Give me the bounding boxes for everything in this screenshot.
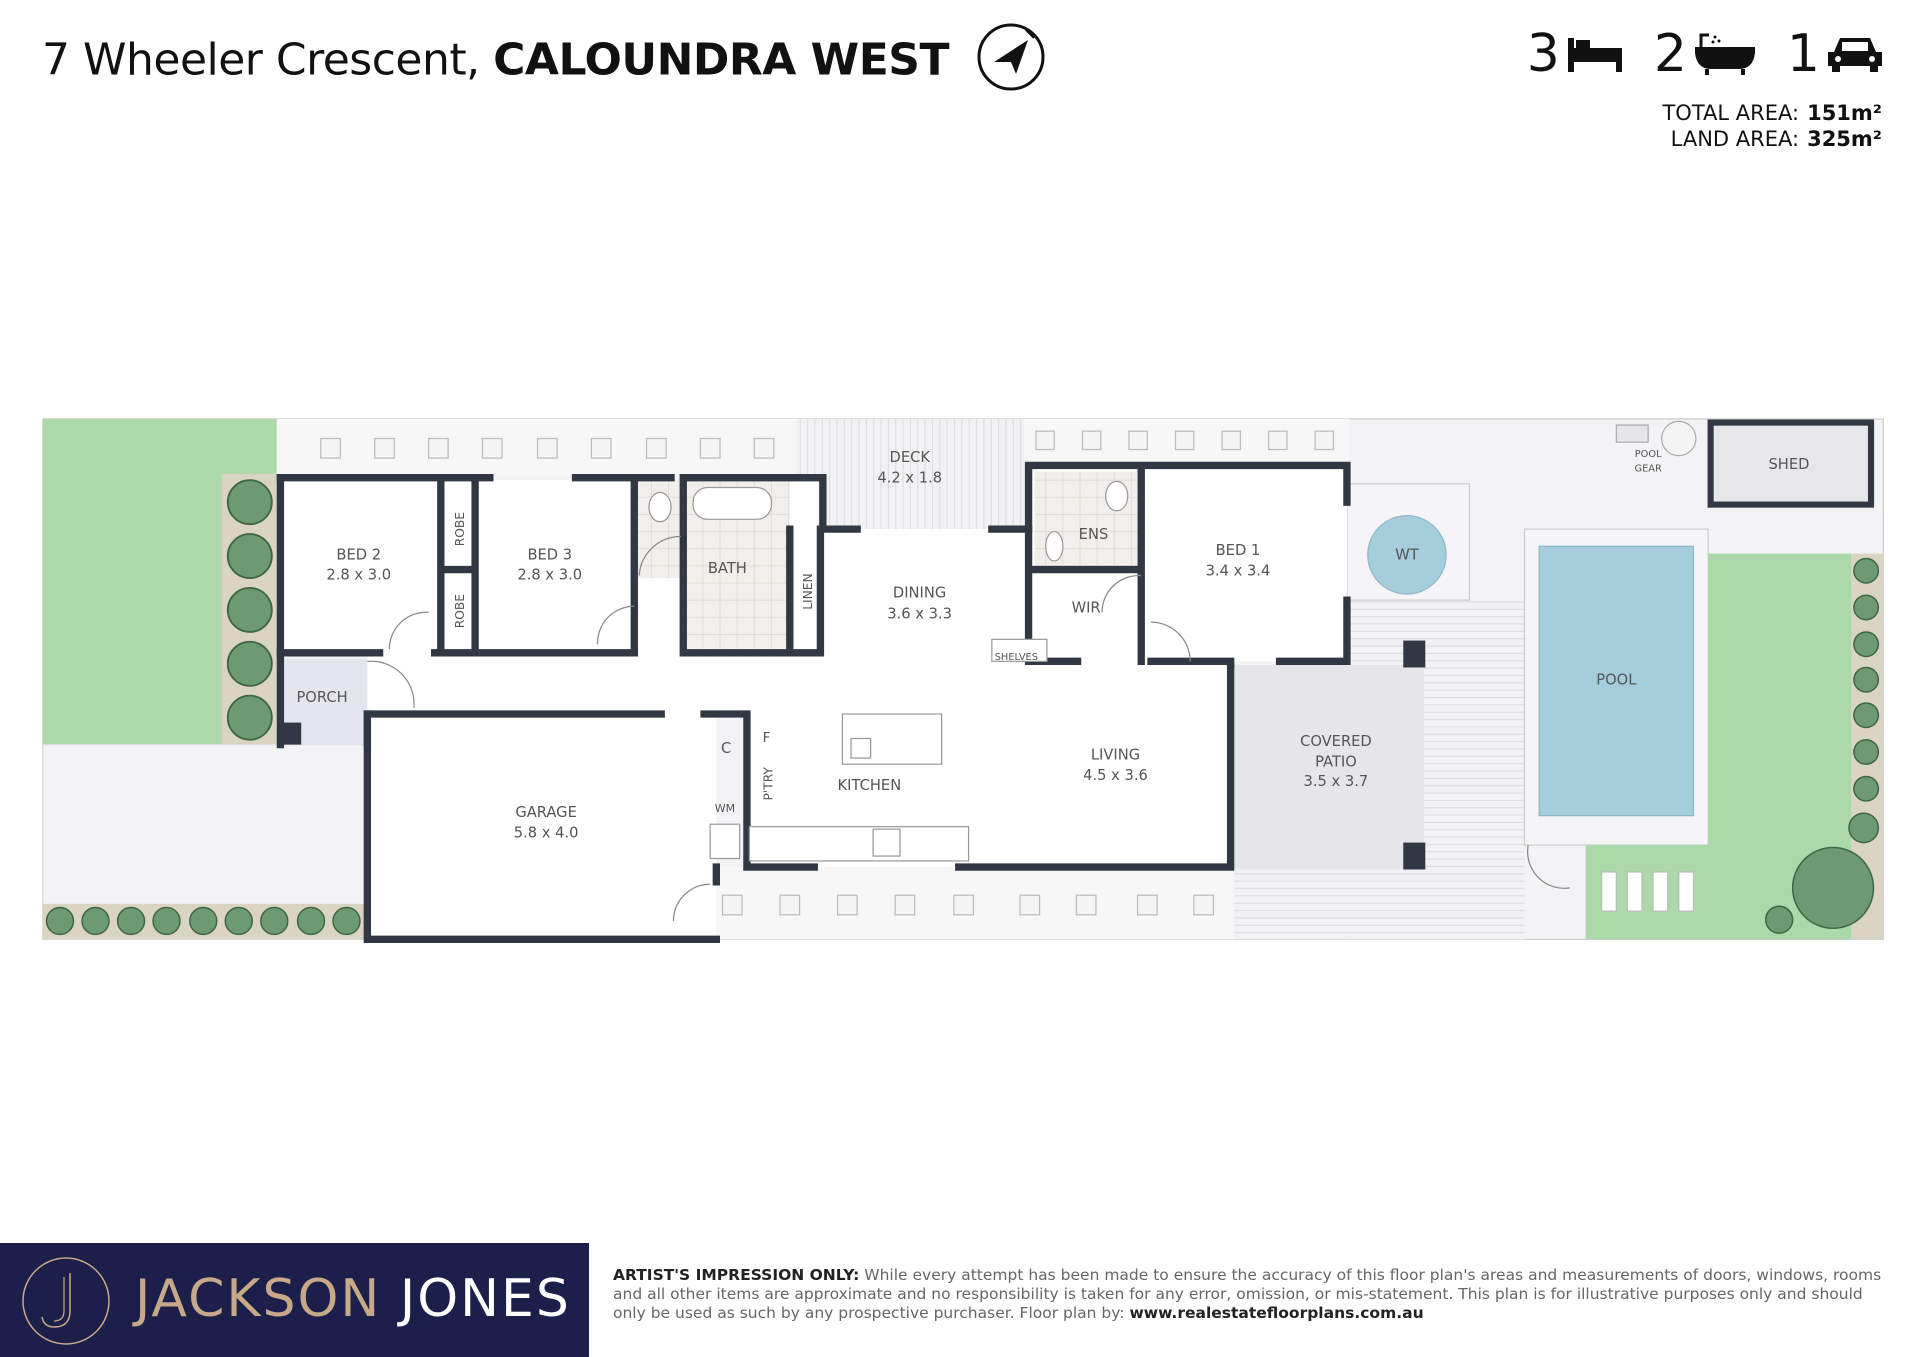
room-label-dining: DINING: [893, 585, 946, 602]
label-shed: SHED: [1768, 456, 1809, 473]
website-link[interactable]: www.realestatefloorplans.com.au: [1129, 1304, 1424, 1322]
room-label-robe: ROBE: [453, 512, 467, 546]
room-label-robe: ROBE: [453, 594, 467, 628]
room-label-bed3: BED 3: [527, 547, 572, 564]
water-tank: [1367, 515, 1447, 595]
total-area-label: TOTAL AREA:: [1662, 101, 1800, 125]
suburb: CALOUNDRA WEST: [493, 34, 949, 86]
room-label-bed2: BED 2: [336, 547, 381, 564]
pool-filter: [1661, 420, 1697, 457]
deck-area: [795, 418, 1024, 530]
bathtub-icon: [1694, 33, 1755, 75]
rear-decking-2: [1234, 867, 1525, 940]
porch-post: [279, 722, 302, 745]
fixtures: [648, 480, 1129, 862]
room-label-porch: PORCH: [296, 689, 347, 706]
bathroom-count: 2: [1654, 24, 1757, 84]
bedroom-count: 3: [1527, 24, 1624, 84]
shrubs-bottom: [45, 906, 361, 936]
rear-lawn: [1585, 553, 1852, 940]
door-swings: [367, 535, 1570, 921]
label-pool-gear: POOL: [1635, 449, 1662, 460]
patio-post: [1403, 842, 1426, 870]
disclaimer: ARTIST'S IMPRESSION ONLY: While every at…: [613, 1266, 1888, 1323]
car-count-value: 1: [1786, 24, 1820, 84]
room-label-patio-2: PATIO: [1315, 754, 1357, 771]
car-space-count: 1: [1787, 24, 1884, 84]
total-area-value: 151m²: [1807, 101, 1882, 125]
room-label-shelves: SHELVES: [995, 652, 1038, 663]
shrubs-left: [226, 479, 273, 741]
street-address: 7 Wheeler Crescent,: [42, 34, 480, 86]
room-label-bath: BATH: [708, 560, 747, 577]
room-dims-bed2: 2.8 x 3.0: [326, 566, 391, 583]
room-label-kitchen: KITCHEN: [838, 777, 902, 794]
house-floor: [367, 652, 1231, 715]
property-stats: 3 2 1: [1509, 24, 1884, 84]
room-label-deck: DECK: [890, 449, 931, 466]
room-dims-bed3: 2.8 x 3.0: [517, 566, 582, 583]
label-pool-gear-2: GEAR: [1635, 464, 1662, 475]
room-label-ens: ENS: [1079, 526, 1109, 543]
land-area-value: 325m²: [1807, 127, 1882, 151]
room-dims-deck: 4.2 x 1.8: [877, 470, 942, 487]
room-label-wm: WM: [715, 802, 735, 815]
land-area-label: LAND AREA:: [1670, 127, 1800, 151]
brand-first: JACKSON: [135, 1269, 382, 1329]
sun-loungers: [1601, 871, 1695, 912]
brand-second: JONES: [399, 1269, 571, 1329]
car-icon: [1828, 38, 1882, 72]
pool-gear-box: [1615, 424, 1649, 443]
label-water-tank: WT: [1395, 547, 1420, 564]
room-dims-living: 4.5 x 3.6: [1083, 767, 1148, 784]
agency-logo: JACKSON JONES: [0, 1243, 589, 1357]
bedroom-count-value: 3: [1526, 24, 1560, 84]
property-address: 7 Wheeler Crescent, CALOUNDRA WEST: [42, 22, 1046, 103]
north-arrow-icon: [976, 22, 1046, 103]
shrubs-right: [1764, 557, 1880, 934]
room-label-garage: GARAGE: [515, 804, 577, 821]
pool: [1538, 545, 1695, 817]
room-label-bed1: BED 1: [1216, 542, 1261, 559]
disclaimer-body: While every attempt has been made to ens…: [613, 1266, 1882, 1322]
room-label-pantry: P'TRY: [762, 767, 776, 801]
room-label-living: LIVING: [1091, 746, 1140, 763]
stepping-stones: [320, 430, 1335, 916]
covered-patio: [1234, 665, 1425, 870]
room-dims-bed1: 3.4 x 3.4: [1206, 563, 1271, 580]
bathroom-count-value: 2: [1653, 24, 1687, 84]
room-label-wir: WIR: [1072, 599, 1101, 616]
disclaimer-lead: ARTIST'S IMPRESSION ONLY:: [613, 1266, 860, 1284]
patio-post: [1403, 640, 1426, 668]
room-label-cupboard: C: [721, 740, 731, 757]
room-dims-dining: 3.6 x 3.3: [887, 606, 952, 623]
jj-monogram-icon: [22, 1257, 110, 1345]
shed: [1707, 419, 1875, 508]
bed-icon: [1567, 38, 1622, 72]
room-dims-garage: 5.8 x 4.0: [514, 825, 579, 842]
room-dims-patio: 3.5 x 3.7: [1304, 773, 1369, 790]
room-label-patio: COVERED: [1300, 733, 1372, 750]
label-pool: POOL: [1596, 672, 1637, 689]
room-label-linen: LINEN: [801, 573, 815, 609]
walls: [276, 461, 1351, 943]
area-summary: TOTAL AREA: 151m² LAND AREA: 325m²: [1662, 100, 1882, 152]
room-label-fridge: F: [763, 731, 771, 746]
